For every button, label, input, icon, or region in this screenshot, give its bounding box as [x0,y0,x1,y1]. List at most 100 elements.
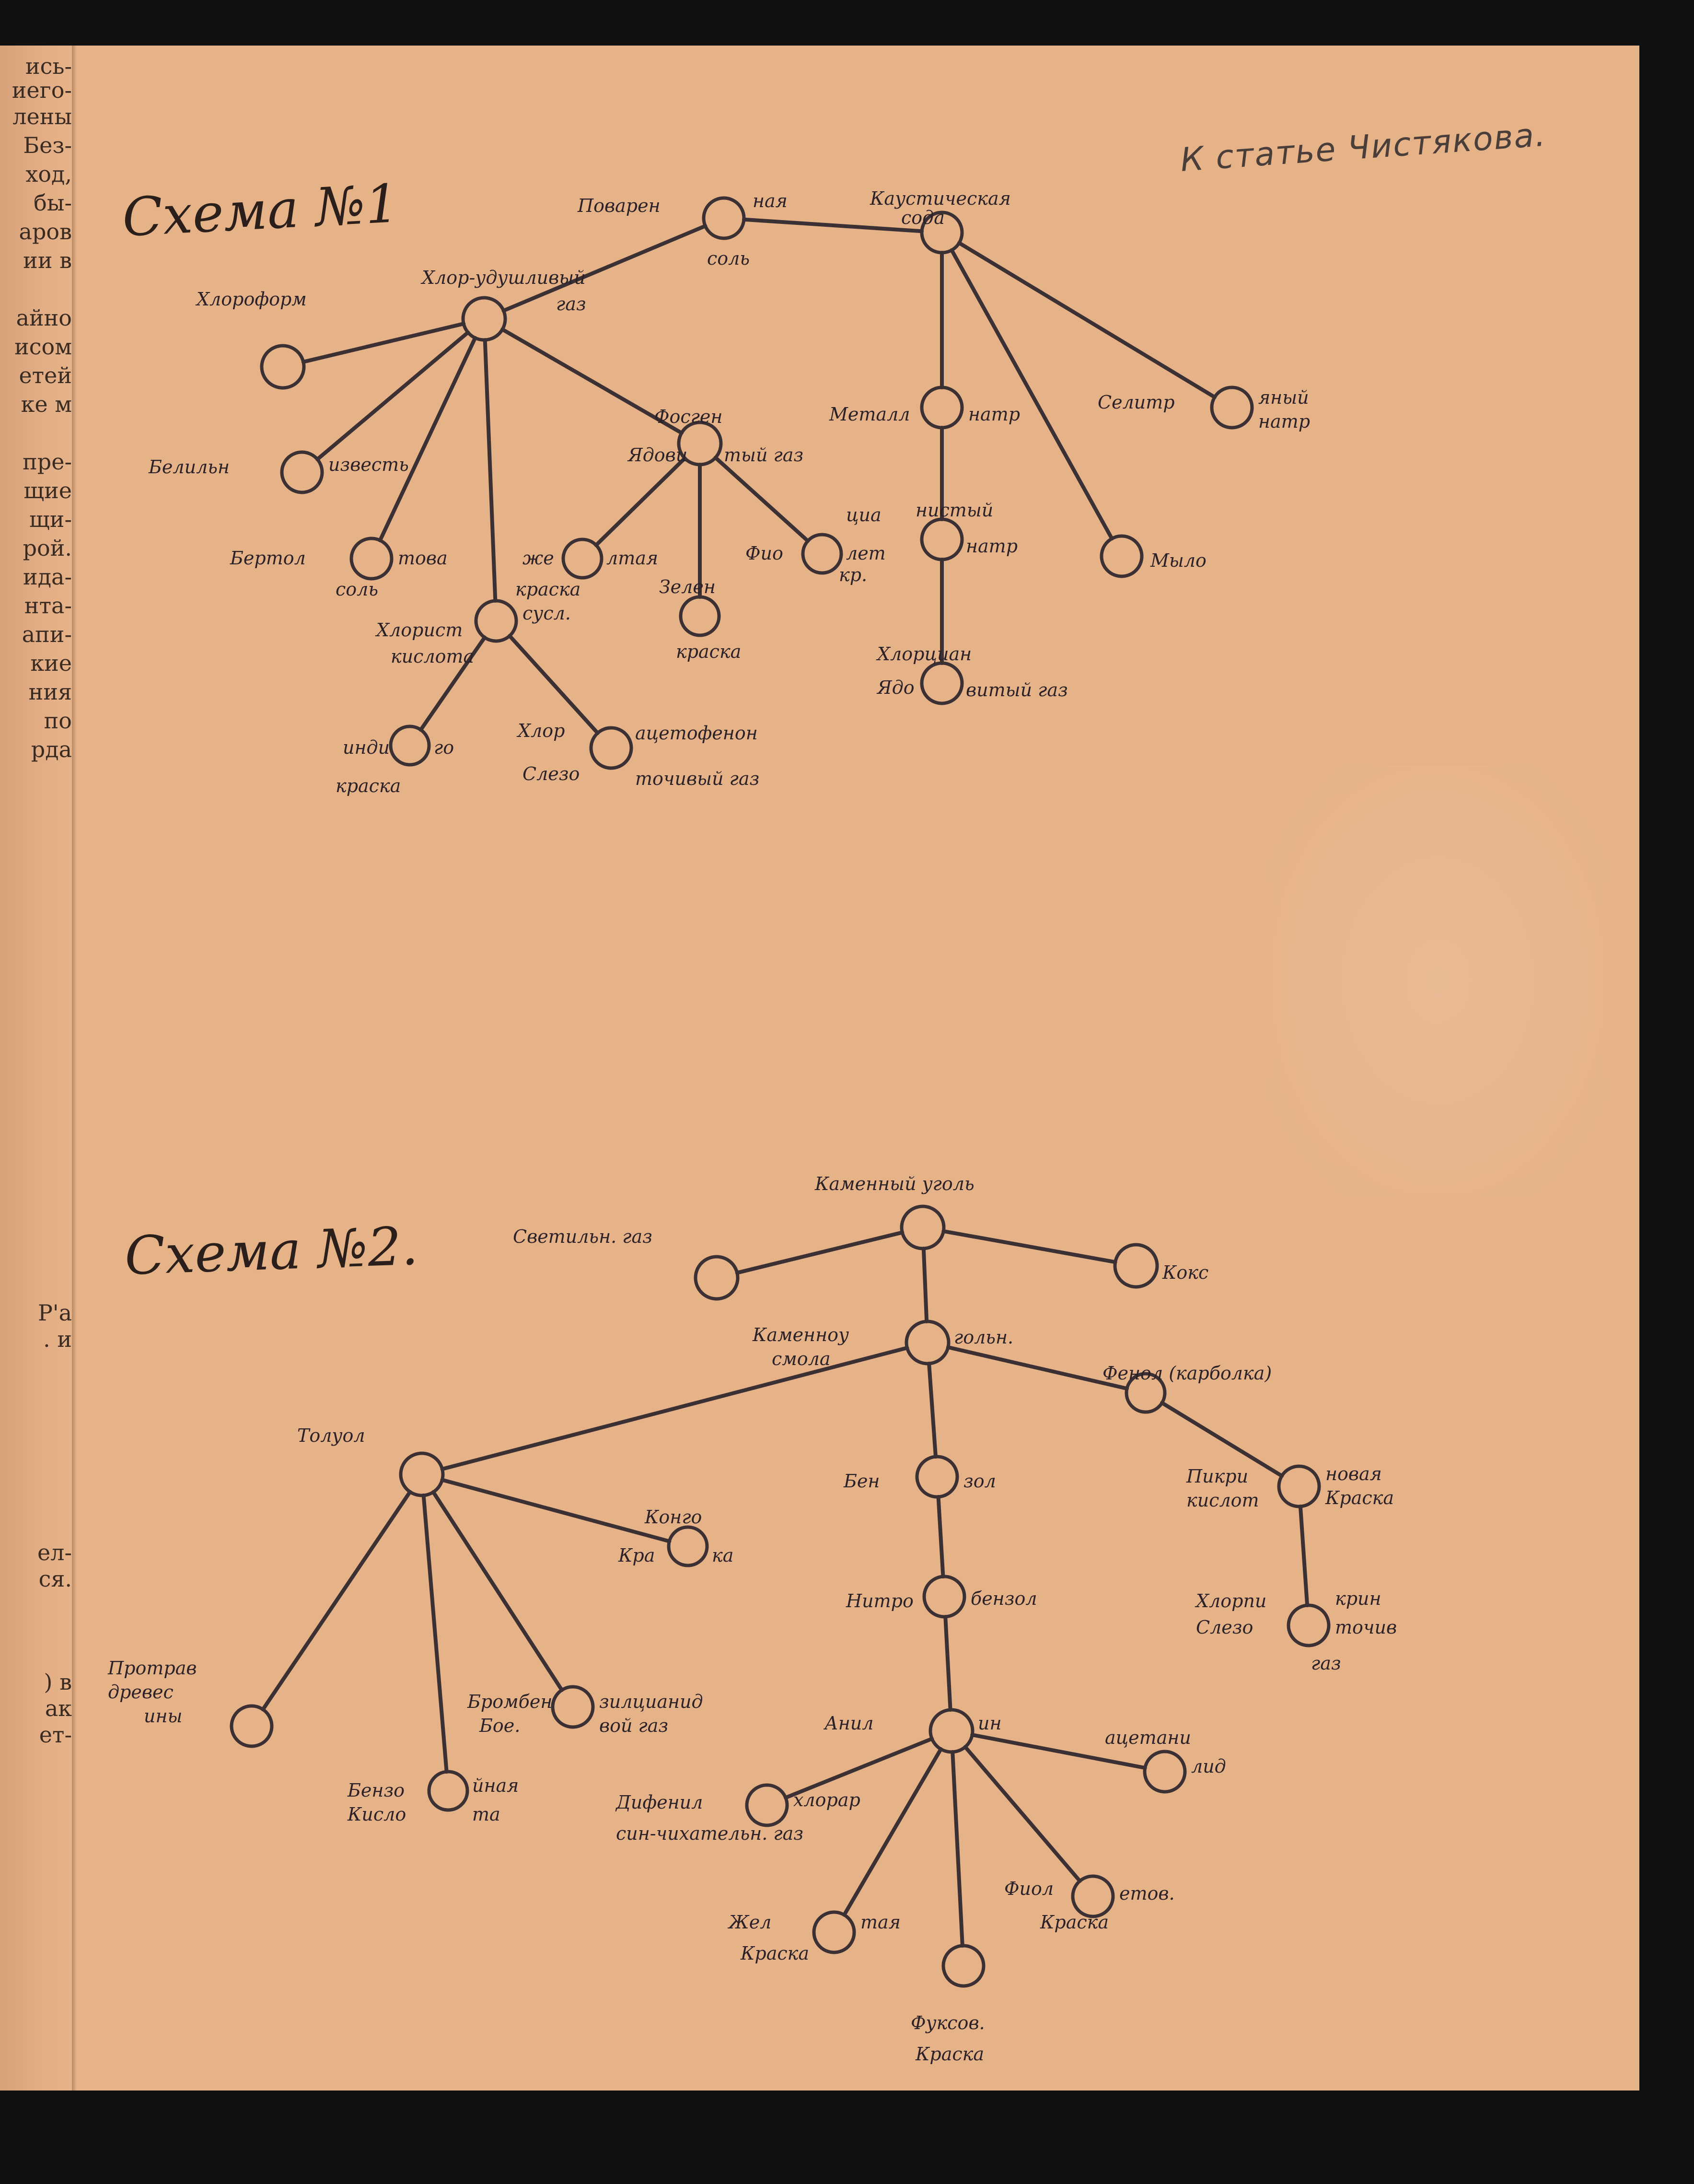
node-label: точив [1335,1617,1397,1638]
edge-s2_coal-s2_gas [735,1230,905,1275]
node-label: точивый газ [635,768,759,789]
node-label: Краска [915,2044,984,2065]
node-label: Каменный уголь [814,1173,975,1194]
node-label: ацетани [1105,1727,1191,1748]
left-text-fragment: Без- [23,132,72,158]
node-label: Краска [1325,1487,1394,1508]
node-s1_bleach [280,450,324,494]
node-s2_nitrobenzene [922,1575,966,1619]
node-s1_cyan_sodium [920,517,964,561]
node-label: же [522,548,554,569]
node-s1_green [679,595,721,637]
left-text-fragment: ел- [37,1540,72,1565]
node-label: нистый [916,500,993,521]
node-s2_congo [667,1525,709,1567]
node-label: Ядови [627,444,687,466]
node-label: Кисло [347,1804,406,1825]
node-label: Мыло [1150,550,1207,571]
node-s1_soda [920,210,964,255]
left-text-fragment: лены [12,104,72,129]
node-label: Конго [644,1507,702,1528]
edge-s2_tar-s2_toluene [440,1346,909,1471]
left-text-fragment: ии в [23,247,72,273]
left-text-fragment: апи- [22,621,72,647]
node-label: смола [772,1348,831,1369]
edge-s2_aniline-s2_yellow [842,1747,943,1917]
node-label: го [434,737,454,758]
node-label: ин [978,1713,1002,1734]
node-label: йная [472,1775,519,1796]
node-s2_toluene [399,1451,445,1497]
node-label: Фенол (карболка) [1102,1363,1272,1384]
edge-s2_picric-s2_chloropicrin [1298,1504,1310,1608]
edge-s2_benzene-s2_nitrobenzene [936,1495,945,1579]
left-page-fold [0,46,72,2091]
left-text-fragment: ида- [23,564,72,590]
node-label: витый газ [966,679,1068,701]
node-label: Фуксов. [911,2012,985,2033]
node-label: Анил [823,1713,873,1734]
left-text-fragment: ния [28,679,72,705]
node-s1_phosgene [677,420,723,467]
node-s2_tar [905,1320,951,1366]
node-s1_chlorine [461,296,507,342]
left-text-fragment: ход, [25,161,72,187]
node-label: кислот [1186,1490,1259,1511]
left-text-fragment: исом [14,334,72,360]
node-label: инди [343,737,390,758]
node-s1_soap [1100,534,1144,578]
edge-s2_coal-s2_tar [921,1246,929,1324]
edge-s1_chlorine-s1_chloroform [301,322,466,364]
node-label: лид [1191,1756,1226,1777]
node-label: Бертол [230,548,306,569]
node-s1_yellow [561,537,603,580]
node-label: вой газ [599,1715,668,1736]
node-label: това [398,548,448,569]
node-s1_cyanogen [920,661,964,705]
node-label: Фио [745,543,783,564]
node-label: Хлороформ [195,289,307,310]
edge-s2_toluene-s2_wood [261,1490,412,1712]
node-label: Хлорпи [1195,1590,1266,1612]
paper-stain [1270,765,1606,1196]
node-label: Каменноу [752,1324,849,1345]
left-text-fragment: ись- [25,53,72,79]
edge-s1_phosgene-s1_yellow [594,456,687,548]
node-label: Толуол [297,1425,365,1446]
left-text-fragment: Р'а [37,1300,72,1326]
node-label: Фосген [654,406,722,427]
node-label: газ [1311,1653,1341,1674]
left-text-fragment: бы- [34,190,72,216]
node-s2_diphenyl [745,1783,789,1827]
node-label: краска [676,641,741,662]
node-label: ка [712,1545,733,1566]
edge-s1_chlorine-s1_bleach [315,330,470,461]
node-label: бензол [971,1588,1037,1609]
node-s1_salt [702,196,746,240]
edge-s1_soda-s1_saltpeter [957,241,1217,399]
node-s2_benzoic [427,1770,469,1812]
node-label: Кокс [1162,1262,1208,1283]
node-label: Слезо [1196,1617,1253,1638]
node-label: зол [963,1471,996,1492]
node-label: Пикри [1186,1466,1248,1487]
left-text-fragment: рда [31,736,72,762]
edge-s2_nitrobenzene-s2_aniline [943,1614,952,1712]
node-label: етов. [1119,1883,1175,1904]
node-label: Жел [727,1912,771,1933]
node-label: новая [1325,1463,1382,1484]
edge-s1_phosgene-s1_violet [713,455,810,543]
node-label: ная [753,190,788,211]
node-label: натр [968,404,1020,425]
edge-s1_chlorine-s1_berthollet [378,336,477,542]
node-label: Зелен [659,576,716,597]
edge-s2_tar-s2_benzene [927,1361,938,1459]
edge-s2_aniline-s2_diphenyl [783,1737,934,1800]
left-text-fragment: ) в [44,1669,72,1695]
edge-s1_soda-s1_soap [950,248,1114,541]
left-text-fragment: по [44,708,72,734]
